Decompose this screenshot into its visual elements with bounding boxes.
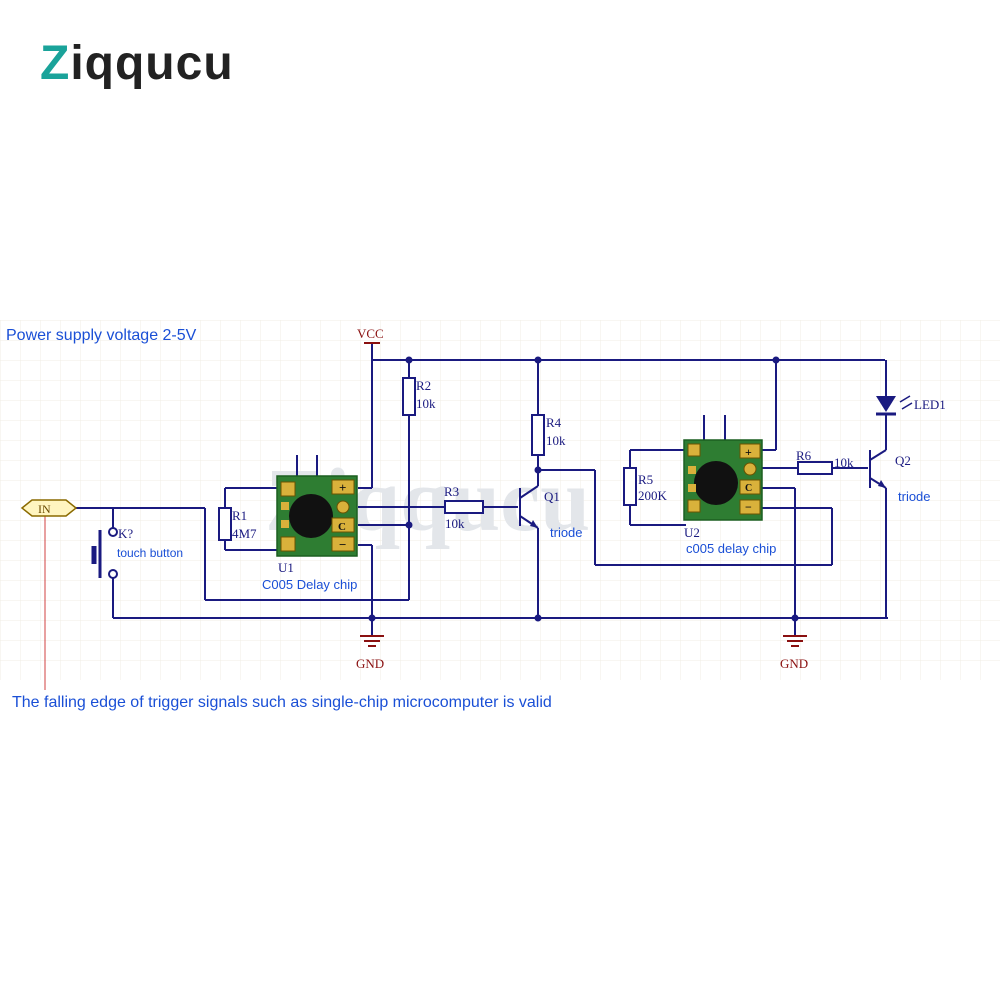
u1-desc: C005 Delay chip	[262, 577, 357, 592]
resistor-labels: R1 4M7 R2 10k R3 10k R4 10k R5 200K R6 1…	[232, 378, 854, 541]
gnd-symbol-right	[783, 635, 807, 647]
input-label: IN	[38, 502, 51, 516]
resistor-bodies	[218, 377, 833, 541]
resistor-r4	[531, 414, 545, 456]
u2-plus-mark: +	[745, 445, 752, 459]
gnd-label-right: GND	[780, 656, 808, 671]
u1-minus-mark: −	[339, 537, 346, 552]
r1-value: 4M7	[232, 526, 257, 541]
resistor-r2	[402, 377, 416, 416]
vcc-rail: VCC	[357, 326, 384, 344]
trigger-note: The falling edge of trigger signals such…	[12, 694, 552, 711]
resistor-r3	[444, 500, 484, 514]
r6-value: 10k	[834, 455, 854, 470]
q1-ref: Q1	[544, 489, 560, 504]
u2-desc: c005 delay chip	[686, 541, 776, 556]
u1-plus-mark: +	[339, 480, 346, 495]
r5-ref: R5	[638, 472, 653, 487]
r4-value: 10k	[546, 433, 566, 448]
input-port: IN	[20, 499, 78, 517]
transistor-q2: Q2 triode	[878, 453, 931, 504]
chip-u1: + C − U1 C005 Delay chip	[262, 475, 358, 592]
q2-ref: Q2	[895, 453, 911, 468]
brand-rest: iqqucu	[70, 37, 234, 90]
power-note: Power supply voltage 2-5V	[6, 327, 197, 344]
brand-lead-letter: Z	[40, 37, 71, 90]
schematic-grid	[0, 320, 1000, 680]
resistor-r1	[218, 507, 232, 541]
resistor-r5	[623, 467, 637, 506]
brand-name: Ziqqucu	[40, 36, 234, 91]
chip-u2: + C − U2 c005 delay chip	[683, 439, 776, 556]
u1-ref: U1	[278, 560, 294, 575]
u2-c-mark: C	[745, 483, 752, 494]
r5-value: 200K	[638, 488, 668, 503]
junctions	[368, 356, 799, 622]
vcc-label: VCC	[357, 326, 384, 341]
led-ref: LED1	[914, 397, 946, 412]
r2-value: 10k	[416, 396, 436, 411]
led1: LED1	[876, 395, 946, 416]
transistor-q1: Q1 triode	[530, 489, 583, 540]
u1-c-mark: C	[338, 521, 346, 533]
u2-ref: U2	[684, 525, 700, 540]
button-ref: K?	[118, 526, 133, 541]
gnd-symbol-left	[360, 635, 384, 647]
r3-value: 10k	[445, 516, 465, 531]
r2-ref: R2	[416, 378, 431, 393]
gnd-label-left: GND	[356, 656, 384, 671]
button-desc: touch button	[117, 546, 183, 560]
q2-desc: triode	[898, 489, 931, 504]
r3-ref: R3	[444, 484, 459, 499]
r6-ref: R6	[796, 448, 812, 463]
resistor-r6	[797, 461, 833, 475]
u2-minus-mark: −	[745, 500, 752, 514]
touch-button: K? touch button	[91, 526, 183, 579]
q1-desc: triode	[550, 525, 583, 540]
r4-ref: R4	[546, 415, 562, 430]
r1-ref: R1	[232, 508, 247, 523]
